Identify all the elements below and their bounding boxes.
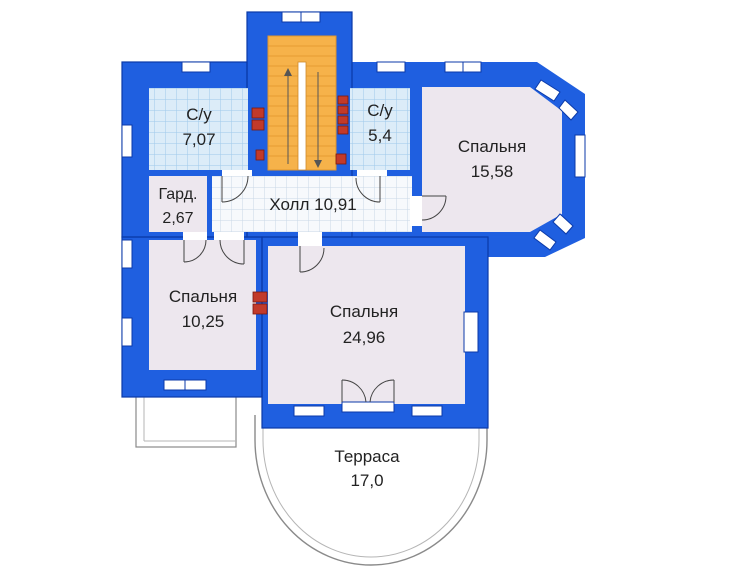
terrace-name: Терраса <box>334 447 400 466</box>
wardrobe-area: 2,67 <box>162 210 193 227</box>
bedroom-east <box>422 87 562 232</box>
bath-2 <box>350 88 410 170</box>
bedroom-east-name: Спальня <box>458 137 526 156</box>
hall <box>212 176 412 232</box>
balcony <box>135 394 237 448</box>
terrace-area: 17,0 <box>350 471 383 490</box>
bath-2-area: 5,4 <box>368 126 392 145</box>
hall-label: Холл 10,91 <box>269 195 356 214</box>
bath-1 <box>149 88 248 170</box>
bedroom-west <box>149 240 256 370</box>
bedroom-west-area: 10,25 <box>182 312 225 331</box>
bath-1-area: 7,07 <box>182 130 215 149</box>
staircase <box>267 35 337 171</box>
wardrobe <box>149 176 207 232</box>
windows <box>121 11 586 417</box>
bath-1-name: С/у <box>186 105 212 124</box>
bath-2-name: С/у <box>367 101 393 120</box>
wardrobe-name: Гард. <box>159 186 198 203</box>
terrace <box>254 415 488 566</box>
bedroom-main <box>268 246 465 404</box>
bedroom-main-name: Спальня <box>330 302 398 321</box>
doors <box>183 175 447 403</box>
bedroom-main-area: 24,96 <box>343 328 386 347</box>
bedroom-west-name: Спальня <box>169 287 237 306</box>
bedroom-east-area: 15,58 <box>471 162 514 181</box>
plumbing-fixtures <box>251 95 349 315</box>
